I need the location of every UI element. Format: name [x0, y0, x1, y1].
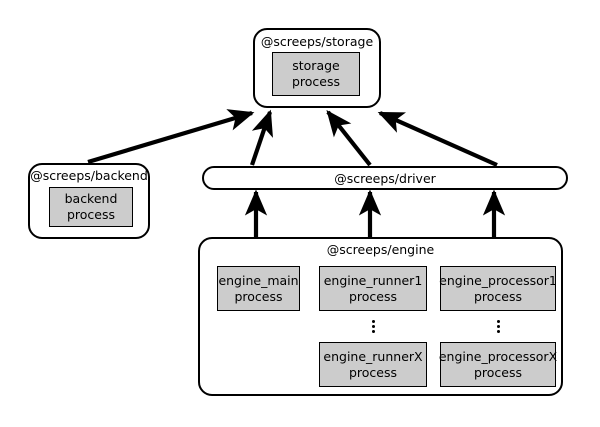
- process-storage-name: storage: [292, 58, 340, 74]
- dot-1: [496, 320, 500, 323]
- process-engine-runner1-name: engine_runner1: [323, 272, 423, 288]
- process-engine-processor1[interactable]: engine_processor1 process: [439, 266, 557, 311]
- process-engine-main-suffix: process: [234, 288, 283, 304]
- dot-2: [371, 325, 375, 328]
- process-engine-runnerX[interactable]: engine_runnerX process: [319, 342, 427, 387]
- package-storage-label: @screeps/storage: [260, 34, 374, 49]
- dot-2: [496, 325, 500, 328]
- process-backend-name: backend: [64, 191, 118, 207]
- process-engine-processorX-name: engine_processorX: [438, 348, 558, 364]
- vertical-dots-icon-runner: [369, 320, 377, 333]
- process-engine-runner1[interactable]: engine_runner1 process: [319, 266, 427, 311]
- process-engine-processor1-suffix: process: [473, 288, 523, 304]
- package-backend[interactable]: @screeps/backend backend process: [28, 163, 150, 239]
- process-engine-runner1-suffix: process: [348, 288, 398, 304]
- process-storage-suffix: process: [291, 74, 341, 89]
- dot-1: [371, 320, 375, 323]
- arrow-driver-left-to-storage: [250, 109, 273, 166]
- arrow-backend-to-storage: [87, 109, 255, 165]
- vertical-dots-icon-processor: [494, 320, 502, 333]
- package-driver-label: @screeps/driver: [334, 170, 436, 186]
- process-backend-suffix: process: [66, 207, 116, 222]
- process-engine-processorX[interactable]: engine_processorX process: [438, 342, 558, 387]
- arrow-driver-right-to-storage: [377, 111, 498, 167]
- process-engine-main-name: engine_main: [218, 272, 299, 288]
- process-engine-runnerX-suffix: process: [348, 364, 398, 380]
- process-storage[interactable]: storage process: [272, 52, 360, 96]
- package-backend-label: @screeps/backend: [30, 168, 148, 183]
- process-backend[interactable]: backend process: [49, 187, 133, 227]
- arrow-driver-center-to-storage: [326, 110, 372, 167]
- process-engine-runnerX-name: engine_runnerX: [323, 348, 423, 364]
- package-storage[interactable]: @screeps/storage storage process: [253, 28, 381, 108]
- process-engine-processor1-name: engine_processor1: [439, 272, 557, 288]
- process-engine-processorX-suffix: process: [473, 364, 523, 380]
- package-engine-label: @screeps/engine: [326, 242, 435, 257]
- package-engine[interactable]: @screeps/engine engine_main process engi…: [198, 237, 563, 396]
- dot-3: [496, 330, 500, 333]
- package-driver[interactable]: @screeps/driver: [202, 166, 568, 190]
- process-engine-main[interactable]: engine_main process: [217, 266, 300, 311]
- dot-3: [371, 330, 375, 333]
